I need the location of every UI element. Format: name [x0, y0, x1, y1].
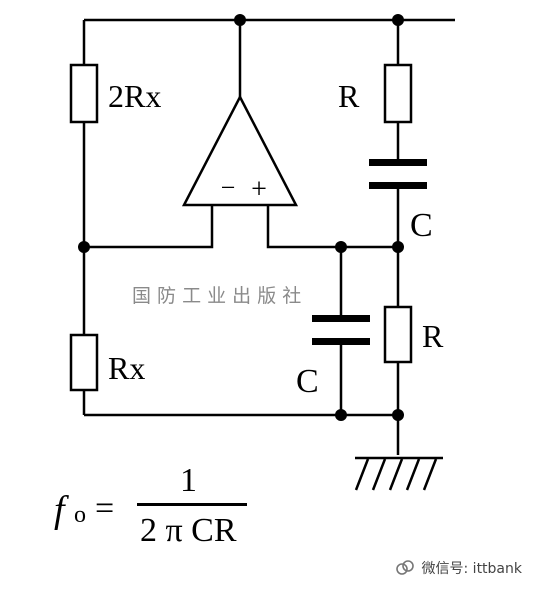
- capacitor-c-parallel-plate-bottom: [312, 338, 370, 345]
- label-rx: Rx: [108, 350, 145, 386]
- opamp-triangle: [181, 94, 299, 207]
- capacitor-c-series-plate-bottom: [369, 182, 427, 189]
- resistor-rx: [69, 333, 99, 392]
- formula-equals: =: [95, 490, 115, 527]
- noninverting-input-wire: [266, 205, 398, 249]
- formula-denominator: 2 π CR: [140, 512, 237, 549]
- label-c-parallel: C: [296, 363, 319, 400]
- label-2rx: 2Rx: [108, 78, 161, 114]
- label-r-series: R: [338, 78, 360, 114]
- label-c-series: C: [410, 207, 433, 244]
- junction-dot: [392, 14, 404, 26]
- formula-subscript: o: [74, 502, 86, 528]
- footer-text: 微信号: ittbank: [421, 561, 522, 577]
- capacitor-c-parallel-plate-top: [312, 315, 370, 322]
- opamp-plus-label: +: [251, 174, 267, 205]
- watermark-text: 国 防 工 业 出 版 社: [132, 285, 301, 307]
- formula-f: f: [54, 489, 65, 531]
- junction-dot: [392, 409, 404, 421]
- footer-badge: 微信号: ittbank: [394, 558, 522, 578]
- capacitor-c-series-plate-top: [369, 159, 427, 166]
- junction-dot: [78, 241, 90, 253]
- inverting-input-wire: [84, 205, 214, 249]
- ground-icon: [354, 456, 443, 491]
- fraction-bar: [137, 503, 247, 506]
- resistor-r-parallel: [383, 305, 413, 364]
- label-r-parallel: R: [422, 318, 444, 354]
- junction-dot: [335, 409, 347, 421]
- wechat-icon: [395, 560, 414, 575]
- opamp-minus-label: −: [221, 173, 236, 202]
- junction-dot: [392, 241, 404, 253]
- resistor-2rx: [69, 63, 99, 124]
- junction-dot: [335, 241, 347, 253]
- resistor-r-series: [383, 63, 413, 124]
- formula-numerator: 1: [180, 462, 197, 499]
- junction-dot: [234, 14, 246, 26]
